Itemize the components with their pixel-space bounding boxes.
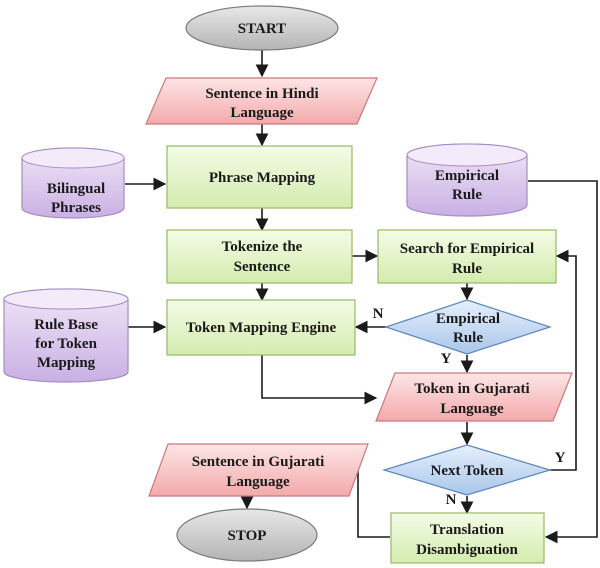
empirical-decision-line-2: Rule xyxy=(453,330,483,346)
tokenize-line-2: Sentence xyxy=(234,259,291,275)
translation-line-1: Translation xyxy=(430,522,505,538)
sentence-hindi-line-2: Language xyxy=(230,105,294,121)
phrase-mapping-shape xyxy=(166,145,353,209)
token-gujarati-shape xyxy=(375,372,573,422)
edge-label-yes-empirical: Y xyxy=(441,351,452,367)
sentence-hindi-node: Sentence in Hindi Language xyxy=(145,77,378,125)
search-empirical-line-2: Rule xyxy=(452,261,482,277)
rule-base-top xyxy=(3,288,129,310)
bilingual-phrases-line-2: Phrases xyxy=(51,200,101,216)
sentence-hindi-line-1: Sentence in Hindi xyxy=(205,86,318,102)
start-shape xyxy=(185,5,339,51)
edge-empiricaldb-to-translation xyxy=(528,180,598,544)
bilingual-phrases-db: Bilingual Phrases xyxy=(21,147,125,219)
edge-tokenmap-to-gujarati xyxy=(261,355,378,405)
rule-base-line-3: Mapping xyxy=(37,355,96,371)
edge-translation-to-sentence-gujarati xyxy=(350,469,390,538)
token-mapping-shape xyxy=(166,299,356,356)
token-mapping-node: Token Mapping Engine xyxy=(166,299,356,356)
token-gujarati-line-2: Language xyxy=(440,401,504,417)
next-token-node: Next Token xyxy=(381,444,553,496)
search-empirical-shape xyxy=(377,229,557,284)
rule-base-db: Rule Base for Token Mapping xyxy=(3,288,129,383)
translation-node: Translation Disambiguation xyxy=(390,512,545,564)
edges xyxy=(125,50,598,544)
tokenize-shape xyxy=(166,229,353,284)
sentence-gujarati-shape xyxy=(148,443,369,497)
bilingual-phrases-line-1: Bilingual xyxy=(47,181,105,197)
sentence-hindi-shape xyxy=(145,77,378,125)
empirical-rule-db-line-1: Empirical xyxy=(435,168,499,184)
start-label: START xyxy=(238,21,286,37)
next-token-shape xyxy=(381,444,553,496)
start-node: START xyxy=(185,5,339,51)
translation-shape xyxy=(390,512,545,564)
sentence-gujarati-node: Sentence in Gujarati Language xyxy=(148,443,369,497)
translation-line-2: Disambiguation xyxy=(416,542,518,558)
empirical-rule-db: Empirical Rule xyxy=(406,143,528,217)
search-empirical-node: Search for Empirical Rule xyxy=(377,229,557,284)
search-empirical-line-1: Search for Empirical xyxy=(400,241,534,257)
sentence-gujarati-line-2: Language xyxy=(226,474,290,490)
edge-label-no-next: N xyxy=(446,492,457,508)
token-gujarati-line-1: Token in Gujarati xyxy=(414,381,529,397)
token-gujarati-node: Token in Gujarati Language xyxy=(375,372,573,422)
phrase-mapping-label: Phrase Mapping xyxy=(209,170,316,186)
empirical-rule-db-top xyxy=(406,143,528,167)
edge-label-no-empirical: N xyxy=(373,306,384,322)
phrase-mapping-node: Phrase Mapping xyxy=(166,145,353,209)
tokenize-node: Tokenize the Sentence xyxy=(166,229,353,284)
tokenize-line-1: Tokenize the xyxy=(222,239,303,255)
edge-label-yes-next: Y xyxy=(555,450,566,466)
rule-base-line-1: Rule Base xyxy=(34,317,98,333)
empirical-rule-db-line-2: Rule xyxy=(452,187,482,203)
stop-shape xyxy=(176,508,318,562)
bilingual-phrases-top xyxy=(21,147,125,169)
edge-next-yes-to-search xyxy=(550,249,577,471)
rule-base-line-2: for Token xyxy=(35,336,97,352)
sentence-gujarati-line-1: Sentence in Gujarati xyxy=(192,454,325,470)
empirical-decision-shape xyxy=(384,299,552,355)
stop-label: STOP xyxy=(228,528,267,544)
empirical-decision-node: Empirical Rule xyxy=(384,299,552,355)
stop-node: STOP xyxy=(176,508,318,562)
next-token-label: Next Token xyxy=(431,463,505,479)
empirical-decision-line-1: Empirical xyxy=(436,311,500,327)
token-mapping-label: Token Mapping Engine xyxy=(186,320,337,336)
edge-labels: N Y Y N xyxy=(373,306,566,508)
